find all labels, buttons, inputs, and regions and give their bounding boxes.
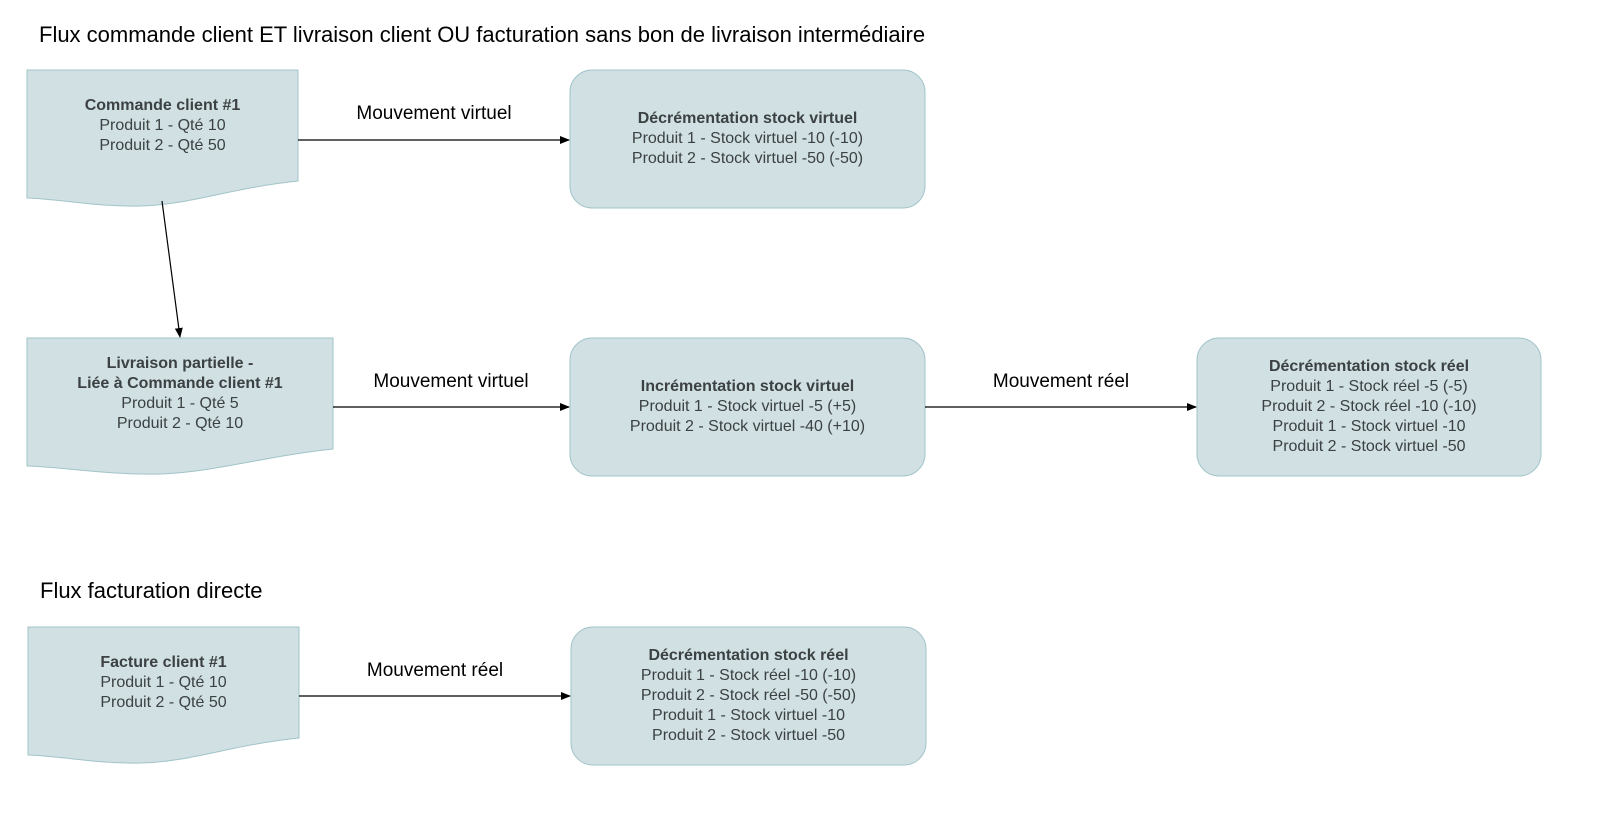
dec-reel-1-node: Décrémentation stock réel Produit 1 - St… <box>1197 338 1541 476</box>
dec-reel-2-line-2: Produit 2 - Stock réel -50 (-50) <box>640 687 857 704</box>
inc-virtuel-node: Incrémentation stock virtuel Produit 1 -… <box>570 338 925 476</box>
dec-reel-1-line-2: Produit 2 - Stock réel -10 (-10) <box>1261 398 1477 415</box>
facture-node: Facture client #1 Produit 1 - Qté 10 Pro… <box>28 652 299 714</box>
dec-reel-1-line-3: Produit 1 - Stock virtuel -10 <box>1272 418 1466 435</box>
flow2-title: Flux facturation directe <box>40 578 263 603</box>
dec-reel-2-shape[interactable] <box>570 626 927 766</box>
dec-virtuel-line-2: Produit 2 - Stock virtuel -50 (-50) <box>631 150 864 167</box>
flow1-title: Flux commande client ET livraison client… <box>39 22 926 47</box>
dec-virtuel-shape[interactable] <box>569 69 926 209</box>
dec-reel-1-title: Décrémentation stock réel <box>1268 358 1470 375</box>
facture-line-2: Produit 2 - Qté 50 <box>100 694 227 711</box>
dec-virtuel-line-1: Produit 1 - Stock virtuel -10 (-10) <box>631 130 864 147</box>
livraison-line-1: Produit 1 - Qté 5 <box>121 395 239 412</box>
livraison-shape[interactable] <box>26 337 334 475</box>
inc-virtuel-line-2: Produit 2 - Stock virtuel -40 (+10) <box>629 418 866 435</box>
commande-line-2: Produit 2 - Qté 50 <box>99 137 226 154</box>
commande-line-1: Produit 1 - Qté 10 <box>99 117 226 134</box>
livraison-title: Livraison partielle - <box>106 355 254 372</box>
livraison-line-2: Produit 2 - Qté 10 <box>116 415 244 432</box>
dec-reel-2-line-1: Produit 1 - Stock réel -10 (-10) <box>640 667 857 684</box>
facture-title: Facture client #1 <box>100 654 227 671</box>
dec-virtuel-node: Décrémentation stock virtuel Produit 1 -… <box>570 70 925 208</box>
edge-label-mouvement-reel-2: Mouvement réel <box>366 660 504 681</box>
facture-line-1: Produit 1 - Qté 10 <box>100 674 227 691</box>
dec-reel-1-line-1: Produit 1 - Stock réel -5 (-5) <box>1270 378 1468 395</box>
dec-reel-1-line-4: Produit 2 - Stock virtuel -50 <box>1272 438 1466 455</box>
commande-shape[interactable] <box>26 69 299 207</box>
facture-shape[interactable] <box>27 626 300 764</box>
dec-reel-1-shape[interactable] <box>1196 337 1542 477</box>
edge-label-mouvement-virtuel-1: Mouvement virtuel <box>356 103 512 124</box>
arrow-commande-to-livraison <box>161 200 183 338</box>
commande-node: Commande client #1 Produit 1 - Qté 10 Pr… <box>27 95 298 157</box>
edge-label-mouvement-virtuel-2: Mouvement virtuel <box>373 371 529 392</box>
livraison-node: Livraison partielle - Liée à Commande cl… <box>27 353 333 435</box>
dec-virtuel-title: Décrémentation stock virtuel <box>637 110 858 127</box>
inc-virtuel-line-1: Produit 1 - Stock virtuel -5 (+5) <box>638 398 857 415</box>
inc-virtuel-title: Incrémentation stock virtuel <box>640 378 855 395</box>
livraison-title-2: Liée à Commande client #1 <box>77 375 283 392</box>
dec-reel-2-line-4: Produit 2 - Stock virtuel -50 <box>652 727 845 744</box>
dec-reel-2-line-3: Produit 1 - Stock virtuel -10 <box>652 707 845 724</box>
dec-reel-2-title: Décrémentation stock réel <box>648 647 849 664</box>
edge-label-mouvement-reel-1: Mouvement réel <box>992 371 1130 392</box>
dec-reel-2-node: Décrémentation stock réel Produit 1 - St… <box>571 627 926 765</box>
commande-title: Commande client #1 <box>84 97 241 114</box>
